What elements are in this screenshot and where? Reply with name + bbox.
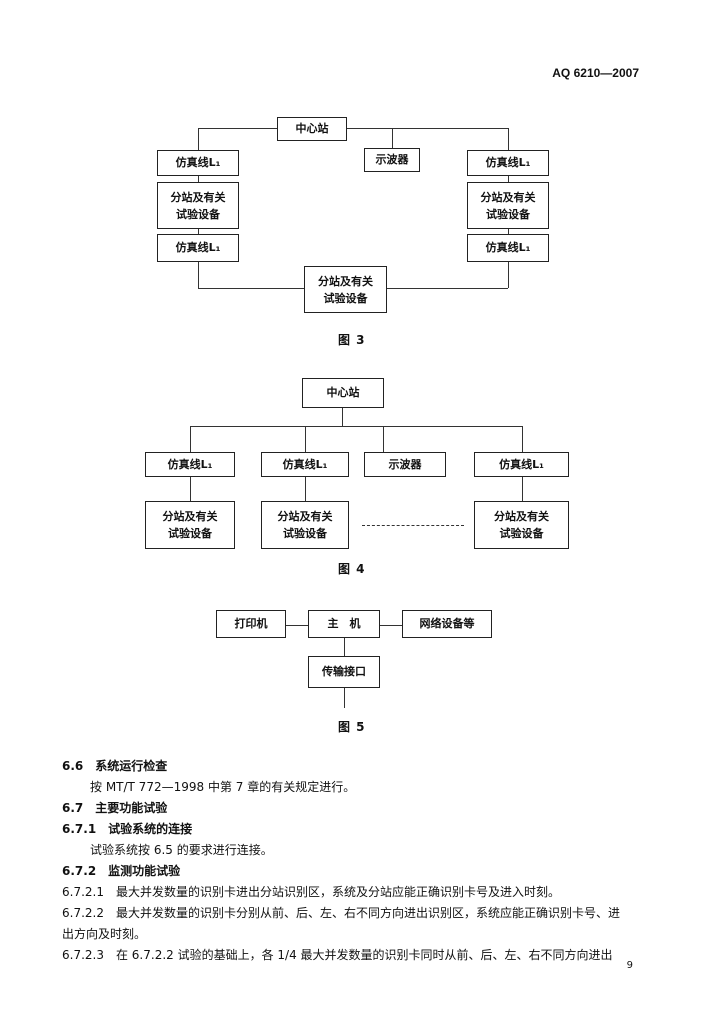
fig5-transmission-interface: 传输接口 bbox=[308, 656, 380, 688]
fig3-right-link2 bbox=[508, 228, 509, 234]
section-6-7-1-body: 试验系统按 6.5 的要求进行连接。 bbox=[90, 843, 273, 857]
fig3-center-station: 中心站 bbox=[277, 117, 347, 141]
fig4-oscilloscope: 示波器 bbox=[364, 452, 446, 477]
page-number: 9 bbox=[626, 960, 633, 971]
fig4-sub3-line2: 试验设备 bbox=[499, 527, 544, 540]
fig3-left-link1 bbox=[198, 175, 199, 182]
section-6-6-body: 按 MT/T 772—1998 中第 7 章的有关规定进行。 bbox=[90, 780, 356, 794]
fig5-link-network bbox=[380, 625, 402, 626]
fig3-right-line-top: 仿真线L₁ bbox=[467, 150, 549, 176]
fig4-drop-2 bbox=[305, 426, 306, 452]
fig4-sub2-line1: 分站及有关 bbox=[277, 510, 333, 523]
fig3-right-sub-line1: 分站及有关 bbox=[480, 190, 536, 204]
fig3-right-link3 bbox=[508, 262, 509, 288]
fig5-host: 主 机 bbox=[308, 610, 380, 638]
fig4-sub1-line2: 试验设备 bbox=[168, 527, 212, 540]
fig4-link-3 bbox=[522, 477, 523, 501]
fig3-bottom-bus-left bbox=[198, 288, 304, 289]
fig3-top-bus-right bbox=[477, 128, 508, 129]
fig3-right-link1 bbox=[508, 175, 509, 182]
fig3-oscilloscope: 示波器 bbox=[364, 148, 420, 172]
standard-code: AQ 6210—2007 bbox=[552, 66, 639, 80]
fig3-right-line-bottom: 仿真线L₁ bbox=[467, 234, 549, 262]
fig3-bottom-bus-right bbox=[387, 288, 508, 289]
fig5-tail bbox=[344, 688, 345, 708]
fig3-left-link2 bbox=[198, 228, 199, 234]
fig3-left-substation: 分站及有关 试验设备 bbox=[157, 182, 239, 229]
fig4-drop-1 bbox=[190, 426, 191, 452]
fig3-right-sub-line2: 试验设备 bbox=[486, 207, 530, 221]
fig3-left-drop bbox=[198, 128, 199, 150]
fig4-bus bbox=[190, 426, 522, 427]
fig4-line-3: 仿真线L₁ bbox=[474, 452, 569, 477]
fig5-network-devices: 网络设备等 bbox=[402, 610, 492, 638]
fig4-link-2 bbox=[305, 477, 306, 501]
fig4-ellipsis-dashes bbox=[362, 525, 464, 526]
fig4-substation-2: 分站及有关 试验设备 bbox=[261, 501, 349, 549]
fig3-right-drop bbox=[508, 128, 509, 150]
fig4-center-drop bbox=[342, 408, 343, 426]
fig4-substation-3: 分站及有关 试验设备 bbox=[474, 501, 569, 549]
fig4-sub3-line1: 分站及有关 bbox=[494, 510, 549, 523]
fig4-line-2: 仿真线L₁ bbox=[261, 452, 349, 477]
fig4-drop-3 bbox=[522, 426, 523, 452]
fig4-substation-1: 分站及有关 试验设备 bbox=[145, 501, 235, 549]
fig3-left-link3 bbox=[198, 262, 199, 288]
fig4-line-1: 仿真线L₁ bbox=[145, 452, 235, 477]
section-6-7-2-2-cont: 出方向及时刻。 bbox=[62, 927, 147, 941]
fig5-link-interface bbox=[344, 638, 345, 656]
fig5-link-printer bbox=[286, 625, 308, 626]
fig3-left-line-top: 仿真线L₁ bbox=[157, 150, 239, 176]
fig3-bottom-sub-line2: 试验设备 bbox=[323, 291, 368, 305]
fig4-center-station: 中心站 bbox=[302, 378, 384, 408]
fig4-caption: 图 4 bbox=[338, 562, 366, 576]
fig3-bottom-sub-line1: 分站及有关 bbox=[318, 274, 373, 288]
fig3-left-sub-line2: 试验设备 bbox=[176, 207, 220, 221]
fig5-printer: 打印机 bbox=[216, 610, 286, 638]
fig4-link-1 bbox=[190, 477, 191, 501]
fig4-sub2-line2: 试验设备 bbox=[283, 527, 327, 540]
fig3-right-substation: 分站及有关 试验设备 bbox=[467, 182, 549, 229]
fig3-caption: 图 3 bbox=[338, 333, 366, 347]
fig4-sub1-line1: 分站及有关 bbox=[162, 510, 218, 523]
fig3-scope-drop bbox=[392, 128, 393, 148]
fig4-drop-scope bbox=[383, 426, 384, 452]
fig3-left-sub-line1: 分站及有关 bbox=[170, 190, 226, 204]
fig3-bottom-substation: 分站及有关 试验设备 bbox=[304, 266, 387, 313]
fig3-left-line-bottom: 仿真线L₁ bbox=[157, 234, 239, 262]
fig5-caption: 图 5 bbox=[338, 720, 366, 734]
